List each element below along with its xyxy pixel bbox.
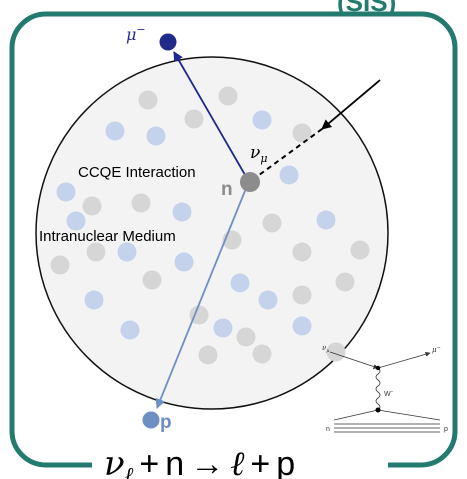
feynman-w-boson bbox=[375, 367, 381, 411]
nucleons bbox=[50, 86, 370, 365]
nucleon bbox=[50, 255, 70, 275]
feynman-vertex bbox=[375, 407, 381, 413]
nucleon bbox=[142, 270, 162, 290]
neutrino-path-dashed bbox=[254, 128, 323, 179]
feynman-muon-line bbox=[377, 351, 431, 369]
nucleon bbox=[292, 285, 312, 305]
nucleon bbox=[218, 86, 238, 106]
nucleon bbox=[252, 110, 272, 130]
nucleon bbox=[184, 109, 204, 129]
muon-track bbox=[173, 51, 249, 181]
muon-label: μ− bbox=[126, 23, 146, 44]
neutron-label: n bbox=[221, 179, 233, 200]
nucleon bbox=[66, 211, 86, 231]
interaction-label: CCQE Interaction bbox=[78, 164, 196, 181]
nucleon bbox=[326, 342, 346, 362]
feynman-vertex bbox=[375, 365, 381, 371]
nucleon bbox=[117, 242, 137, 262]
feynman-diagram: νμ μ− W− n p bbox=[322, 344, 448, 433]
feynman-neutrino-line bbox=[329, 351, 379, 369]
neutron-particle bbox=[240, 172, 260, 192]
neutrino-label: νμ bbox=[250, 143, 268, 165]
nucleon bbox=[316, 210, 336, 230]
feynman-p-label: p bbox=[444, 426, 448, 433]
incoming-neutrino-arrow bbox=[321, 79, 381, 130]
nucleon bbox=[335, 272, 355, 292]
nucleon bbox=[198, 345, 218, 365]
feynman-quark-outgoing bbox=[377, 409, 441, 421]
muon-particle bbox=[159, 33, 177, 51]
nucleon bbox=[174, 252, 194, 272]
nucleon bbox=[252, 344, 272, 364]
proton-particle bbox=[142, 411, 160, 429]
nucleon bbox=[258, 290, 278, 310]
nucleon bbox=[279, 165, 299, 185]
nucleon bbox=[86, 242, 106, 262]
nucleon bbox=[292, 123, 312, 143]
nucleon bbox=[292, 316, 312, 336]
nucleon bbox=[105, 121, 125, 141]
nucleon bbox=[84, 290, 104, 310]
nucleon bbox=[56, 182, 76, 202]
feynman-w-label: W− bbox=[384, 389, 394, 398]
nucleon bbox=[236, 327, 256, 347]
nucleon bbox=[146, 126, 166, 146]
nucleon bbox=[292, 242, 312, 262]
proton-label: p bbox=[160, 412, 172, 433]
nucleon bbox=[82, 196, 102, 216]
medium-label: Intranuclear Medium bbox=[39, 228, 176, 245]
reaction-equation: νℓ+n→ℓ+p bbox=[104, 444, 295, 479]
feynman-mu-label: μ− bbox=[432, 345, 441, 354]
nucleon bbox=[262, 213, 282, 233]
nucleon bbox=[138, 90, 158, 110]
nucleon bbox=[189, 305, 209, 325]
feynman-quark-incoming bbox=[333, 409, 379, 421]
nucleon bbox=[230, 273, 250, 293]
feynman-n-label: n bbox=[326, 426, 330, 433]
nucleon bbox=[172, 202, 192, 222]
nucleon bbox=[131, 193, 151, 213]
nucleon bbox=[350, 240, 370, 260]
equation-background bbox=[92, 448, 388, 479]
proton-track bbox=[155, 185, 248, 409]
feynman-nu-label: νμ bbox=[322, 344, 330, 354]
nucleon bbox=[213, 318, 233, 338]
nucleon bbox=[120, 320, 140, 340]
